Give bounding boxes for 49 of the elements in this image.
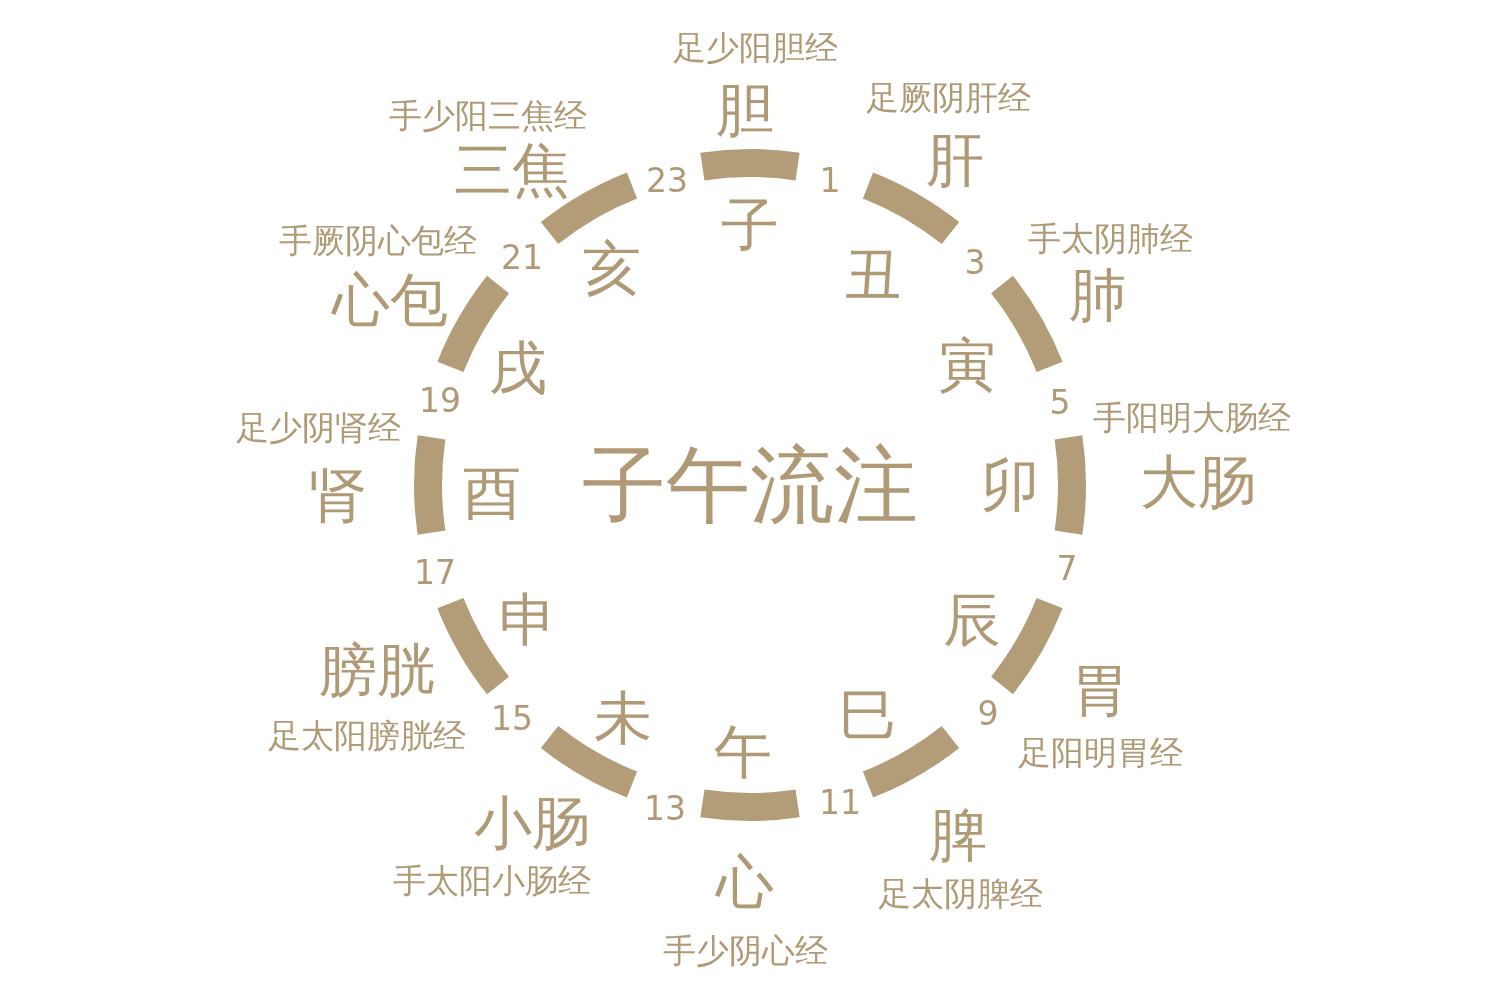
- meridian-name: 手太阳小肠经: [393, 863, 591, 897]
- hour-number: 7: [1056, 551, 1078, 585]
- branch-character: 未: [594, 689, 652, 747]
- branch-character: 卯: [981, 456, 1039, 514]
- meridian-name: 手少阴心经: [662, 933, 828, 967]
- organ-name: 肺: [1069, 266, 1127, 324]
- meridian-name: 足太阴脾经: [877, 876, 1043, 910]
- meridian-name: 手阳明大肠经: [1093, 400, 1291, 434]
- branch-character: 子: [721, 196, 779, 254]
- organ-name: 肾: [309, 466, 367, 524]
- organ-name: 大肠: [1140, 453, 1256, 511]
- hour-number: 17: [414, 555, 456, 589]
- organ-name: 心: [716, 853, 774, 911]
- branch-character: 申: [499, 591, 557, 649]
- meridian-name: 足少阴肾经: [235, 410, 401, 444]
- hour-number: 3: [964, 245, 986, 279]
- meridian-name: 足阳明胃经: [1017, 735, 1183, 769]
- meridian-name: 手厥阴心包经: [279, 223, 477, 257]
- branch-character: 丑: [844, 246, 902, 304]
- branch-character: 寅: [938, 336, 996, 394]
- branch-character: 午: [714, 723, 772, 781]
- organ-name: 肝: [926, 131, 984, 189]
- organ-name: 小肠: [474, 794, 590, 852]
- branch-character: 戌: [489, 339, 547, 397]
- hour-number: 5: [1049, 385, 1071, 419]
- meridian-name: 手太阴肺经: [1027, 221, 1193, 255]
- hour-number: 9: [977, 696, 999, 730]
- hour-number: 23: [646, 163, 688, 197]
- branch-character: 巳: [839, 686, 897, 744]
- meridian-name: 足太阳膀胱经: [268, 718, 466, 752]
- hour-number: 1: [819, 163, 841, 197]
- organ-name: 胆: [716, 81, 774, 139]
- organ-name: 脾: [929, 806, 987, 864]
- meridian-name: 手少阳三焦经: [389, 98, 587, 132]
- meridian-name: 足厥阴肝经: [865, 80, 1031, 114]
- meridian-name: 足少阳胆经: [672, 30, 838, 64]
- title: 子午流注: [582, 443, 918, 527]
- organ-name: 三焦: [454, 141, 570, 199]
- hour-number: 15: [491, 701, 533, 735]
- hour-number: 11: [819, 785, 861, 819]
- organ-name: 心包: [332, 271, 448, 329]
- organ-name: 胃: [1071, 661, 1129, 719]
- branch-character: 亥: [583, 239, 641, 297]
- branch-character: 酉: [463, 464, 521, 522]
- hour-number: 19: [419, 383, 461, 417]
- organ-name: 膀胱: [319, 641, 435, 699]
- branch-character: 辰: [943, 591, 1001, 649]
- hour-number: 21: [501, 240, 543, 274]
- hour-number: 13: [644, 791, 686, 825]
